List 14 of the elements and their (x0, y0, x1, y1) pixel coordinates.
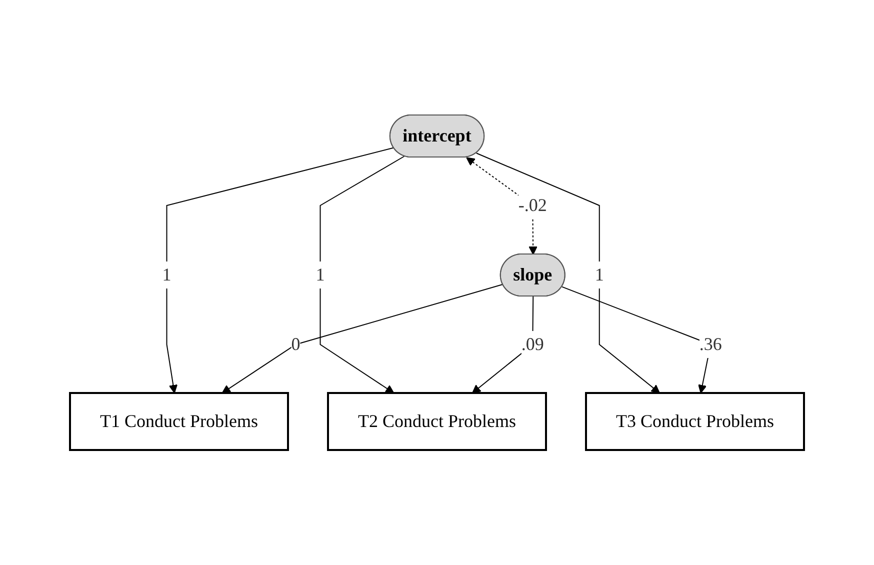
arrow (222, 284, 504, 394)
edge-label: -.02 (518, 195, 547, 215)
arrow (476, 152, 660, 394)
node-box: T1 Conduct Problems (69, 392, 289, 451)
edge-label: .36 (699, 334, 722, 354)
edge-label: 0 (291, 334, 300, 354)
arrow (320, 156, 405, 394)
edge-label: .09 (521, 334, 544, 354)
arrow (166, 147, 394, 394)
edge-label: 1 (316, 264, 325, 284)
edge-label: 1 (162, 264, 172, 284)
node-box: T3 Conduct Problems (585, 392, 805, 451)
edge-label: 1 (594, 264, 604, 284)
node-box: T2 Conduct Problems (327, 392, 547, 451)
